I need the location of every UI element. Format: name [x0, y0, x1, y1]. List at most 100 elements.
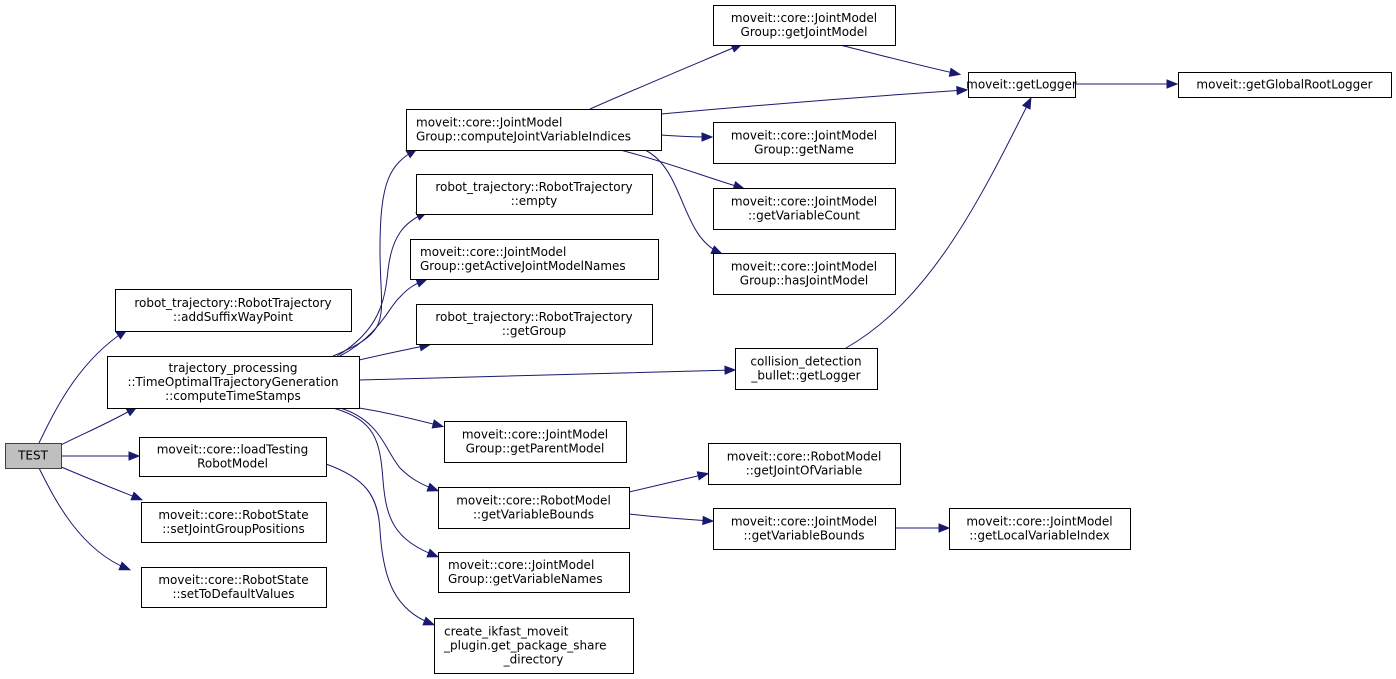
edge-jointModelGetVariableBounds-to-getLocalVariableIndex: [895, 523, 951, 533]
edge-test-to-setJointGroupPositions: [58, 465, 144, 501]
edge-line: [38, 467, 129, 570]
node-box: [410, 239, 659, 280]
edge-test-to-setToDefaultValues: [38, 467, 132, 571]
arrowhead-icon: [431, 419, 445, 429]
edge-robotModelGetVariableBounds-to-getJointOfVariable: [628, 471, 710, 493]
edge-computeTimeStamps-to-getGroup: [358, 342, 432, 361]
node-getLocalVariableIndex[interactable]: moveit::core::JointModel::getLocalVariab…: [949, 508, 1131, 550]
node-label-line: ::setToDefaultValues: [172, 587, 294, 601]
node-getGlobalRootLogger[interactable]: moveit::getGlobalRootLogger: [1178, 72, 1392, 98]
node-box: [406, 109, 662, 151]
node-getVariableNames[interactable]: moveit::core::JointModelGroup::getVariab…: [438, 552, 630, 593]
node-label-line: robot_trajectory::RobotTrajectory: [134, 296, 331, 310]
edge-line: [58, 465, 141, 500]
arrowhead-icon: [701, 132, 714, 142]
edge-computeTimeStamps-to-getVariableNames: [332, 407, 440, 558]
node-label-line: moveit::core::JointModel: [731, 11, 877, 25]
edge-collisionGetLogger-to-getLogger: [845, 97, 1032, 349]
node-label-line: collision_detection: [750, 355, 861, 369]
node-label-line: moveit::core::JointModel: [966, 515, 1112, 529]
node-computeJointVariableIndices[interactable]: moveit::core::JointModelGroup::computeJo…: [406, 109, 662, 151]
arrowhead-icon: [956, 85, 969, 96]
edge-robotModelGetVariableBounds-to-jointModelGetVariableBounds: [628, 513, 715, 526]
node-getPackageShareDirectory[interactable]: create_ikfast_moveit_plugin.get_package_…: [434, 618, 634, 674]
node-label-line: ::getJointOfVariable: [746, 464, 863, 478]
nodes-layer: TEST robot_trajectory::RobotTrajectory::a…: [5, 5, 1392, 674]
node-jointModelGetVariableBounds[interactable]: moveit::core::JointModel::getVariableBou…: [713, 508, 896, 550]
node-box: [444, 421, 627, 463]
node-label-line: moveit::core::JointModel: [420, 245, 566, 259]
node-box: [438, 487, 630, 529]
arrowhead-icon: [1166, 79, 1179, 89]
node-label-line: TEST: [17, 449, 49, 463]
node-getGroup[interactable]: robot_trajectory::RobotTrajectory::getGr…: [416, 304, 653, 345]
edge-loadTestingRobotModel-to-getPackageShareDirectory: [325, 463, 436, 626]
node-label-line: moveit::core::RobotModel: [456, 494, 611, 508]
edge-line: [644, 149, 721, 254]
node-getParentModel[interactable]: moveit::core::JointModelGroup::getParent…: [444, 421, 627, 463]
node-hasJointModel[interactable]: moveit::core::JointModelGroup::hasJointM…: [713, 253, 896, 295]
node-box: [713, 188, 896, 230]
node-label-line: _plugin.get_package_share: [443, 639, 607, 653]
node-label-line: RobotModel: [197, 457, 268, 471]
edge-line: [358, 407, 442, 427]
edge-line: [628, 513, 712, 522]
edge-line: [839, 44, 959, 75]
edge-computeTimeStamps-to-robotModelGetVariableBounds: [339, 407, 440, 492]
node-label-line: moveit::getLogger: [966, 78, 1077, 92]
node-getActiveJointModelNames[interactable]: moveit::core::JointModelGroup::getActive…: [410, 239, 659, 280]
edge-line: [339, 279, 426, 357]
node-label-line: ::getVariableCount: [748, 209, 860, 223]
node-getJointOfVariable[interactable]: moveit::core::RobotModel::getJointOfVari…: [708, 443, 901, 485]
edge-computeJointVariableIndices-to-getLogger: [660, 85, 969, 115]
edge-line: [339, 407, 437, 491]
node-setToDefaultValues[interactable]: moveit::core::RobotState::setToDefaultVa…: [141, 567, 327, 608]
arrowhead-icon: [422, 616, 436, 626]
node-label-line: moveit::core::JointModel: [731, 129, 877, 143]
node-label-line: moveit::core::JointModel: [731, 515, 877, 529]
node-box: [139, 437, 327, 477]
node-label-line: moveit::core::JointModel: [731, 260, 877, 274]
edge-line: [660, 89, 966, 115]
arrowhead-icon: [426, 548, 440, 558]
node-label-line: moveit::core::JointModel: [731, 195, 877, 209]
edge-line: [589, 44, 741, 110]
arrowhead-icon: [130, 491, 144, 501]
arrowhead-icon: [1021, 97, 1032, 110]
node-empty[interactable]: robot_trajectory::RobotTrajectory::empty: [416, 174, 653, 215]
node-setJointGroupPositions[interactable]: moveit::core::RobotState::setJointGroupP…: [141, 502, 327, 543]
node-getLogger[interactable]: moveit::getLogger: [966, 72, 1077, 98]
node-test[interactable]: TEST: [5, 443, 62, 469]
node-label-line: ::computeTimeStamps: [165, 389, 301, 403]
arrowhead-icon: [710, 245, 724, 255]
edge-line: [325, 463, 433, 625]
edge-computeTimeStamps-to-collisionGetLogger: [358, 365, 737, 381]
node-getVariableCount[interactable]: moveit::core::JointModel::getVariableCou…: [713, 188, 896, 230]
node-box: [1178, 72, 1392, 98]
node-computeTimeStamps[interactable]: trajectory_processing::TimeOptimalTrajec…: [107, 356, 360, 409]
node-label-line: ::getVariableBounds: [473, 508, 594, 522]
node-box: [5, 443, 62, 469]
node-robotModelGetVariableBounds[interactable]: moveit::core::RobotModel::getVariableBou…: [438, 487, 630, 529]
edges-layer: [38, 43, 1179, 626]
node-box: [968, 72, 1076, 98]
arrowhead-icon: [118, 561, 132, 571]
arrowhead-icon: [426, 482, 440, 492]
edge-line: [332, 149, 416, 357]
node-label-line: ::getLocalVariableIndex: [969, 529, 1110, 543]
edge-computeJointVariableIndices-to-getJointModel: [589, 43, 744, 110]
edge-computeTimeStamps-to-empty: [336, 211, 429, 357]
node-label-line: ::setJointGroupPositions: [162, 522, 304, 536]
edge-line: [619, 149, 743, 189]
node-addSuffixWayPoint[interactable]: robot_trajectory::RobotTrajectory::addSu…: [115, 289, 352, 332]
node-box: [416, 304, 653, 345]
edge-line: [845, 99, 1031, 349]
node-box: [416, 174, 653, 215]
node-box: [735, 348, 878, 390]
node-label-line: Group::getParentModel: [466, 442, 605, 456]
node-label-line: Group::getJointModel: [741, 25, 868, 39]
node-collisionGetLogger[interactable]: collision_detection_bullet::getLogger: [735, 348, 878, 390]
node-getJointModel[interactable]: moveit::core::JointModelGroup::getJointM…: [713, 5, 896, 46]
